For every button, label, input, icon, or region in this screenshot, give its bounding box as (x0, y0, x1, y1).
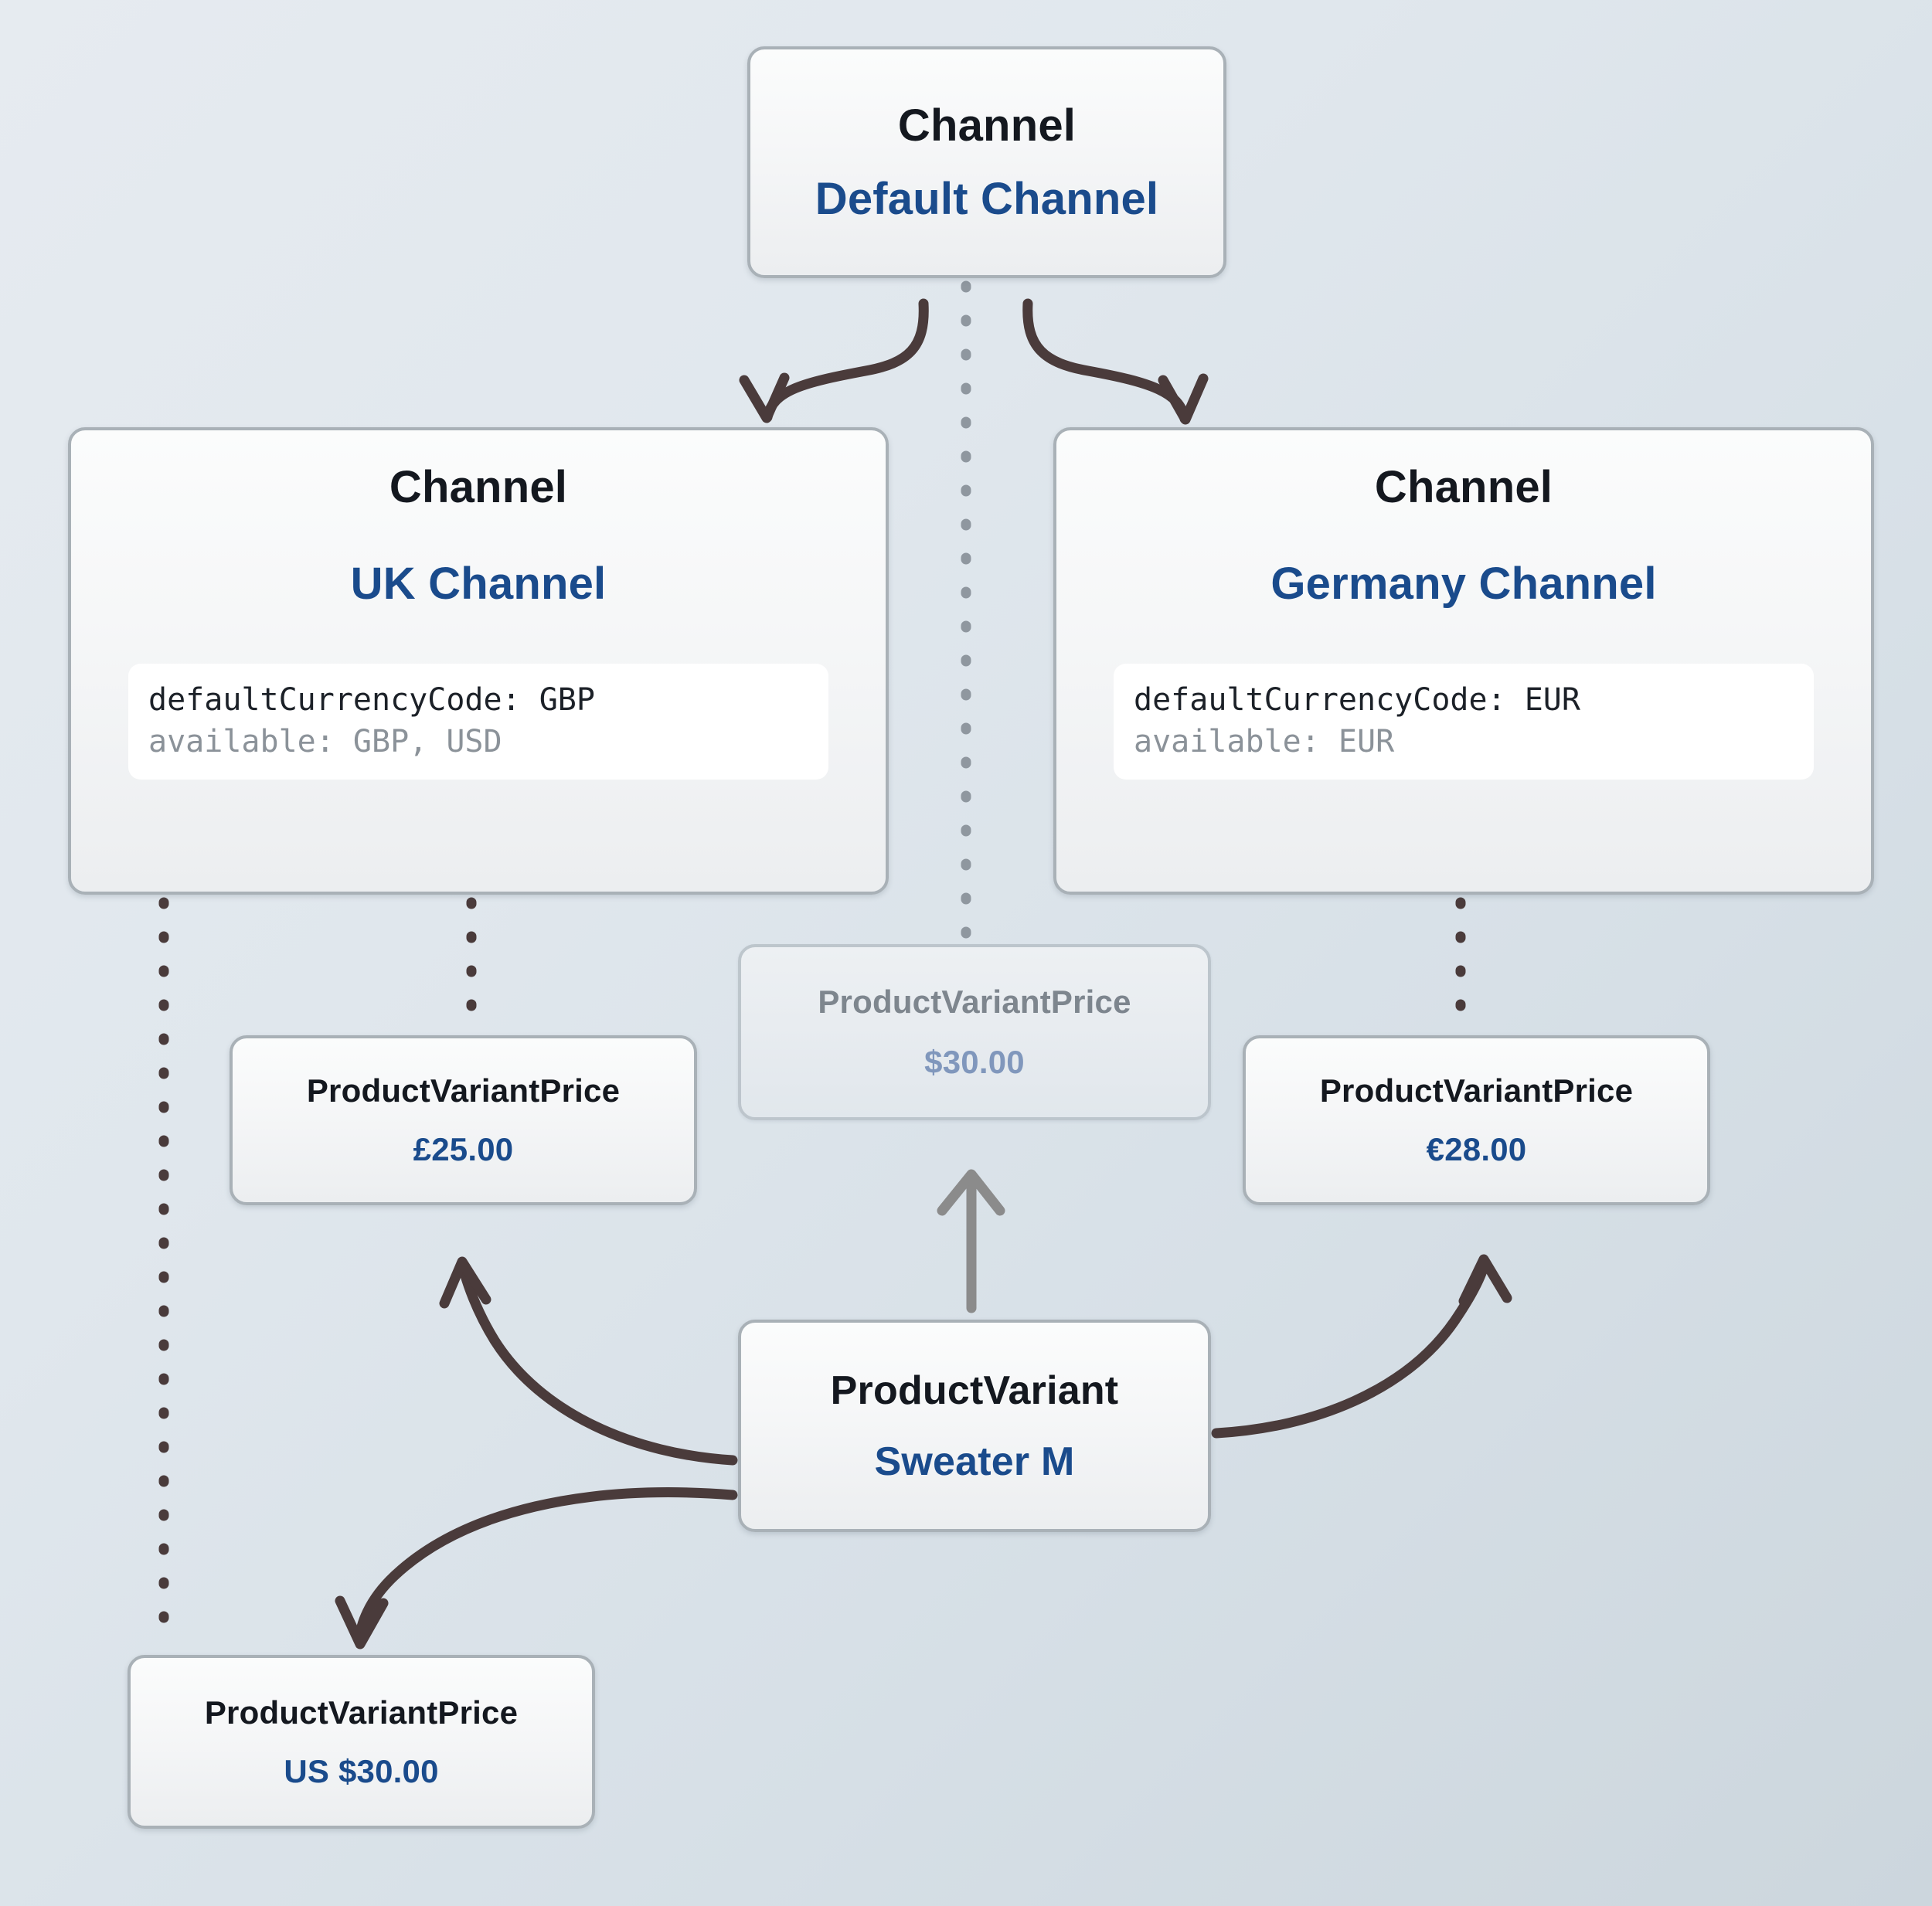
node-price-gbp[interactable]: ProductVariantPrice £25.00 (230, 1035, 697, 1205)
edge-variant-to-price-usd-ghost (937, 1169, 1005, 1313)
edge-default-to-uk (739, 298, 929, 423)
node-product-variant[interactable]: ProductVariant Sweater M (738, 1320, 1211, 1532)
edge-default-to-germany (1022, 298, 1209, 425)
node-type-label: ProductVariantPrice (1319, 1072, 1634, 1109)
node-type-label: ProductVariantPrice (204, 1694, 519, 1731)
node-price-value: $30.00 (924, 1044, 1025, 1080)
node-price-value: £25.00 (413, 1131, 514, 1167)
attribute-default-currency-code: defaultCurrencyCode: GBP (148, 682, 595, 718)
node-name-label: UK Channel (350, 559, 607, 609)
node-type-label: Channel (389, 462, 568, 512)
node-type-label: ProductVariantPrice (818, 984, 1131, 1020)
node-name-label: Default Channel (815, 174, 1159, 224)
attribute-box: defaultCurrencyCode: EUR available: EUR (1114, 664, 1814, 780)
attribute-available-currencies: available: GBP, USD (148, 724, 502, 759)
edge-variant-to-price-usd (335, 1487, 738, 1649)
node-type-label: Channel (1374, 462, 1553, 512)
attribute-box: defaultCurrencyCode: GBP available: GBP,… (128, 664, 828, 780)
node-default-channel[interactable]: Channel Default Channel (747, 46, 1226, 278)
node-type-label: ProductVariant (830, 1367, 1119, 1413)
node-price-value: US $30.00 (284, 1752, 439, 1789)
node-name-label: Sweater M (874, 1439, 1075, 1484)
node-type-label: Channel (897, 100, 1077, 151)
edge-variant-to-price-eur (1211, 1254, 1512, 1439)
node-price-usd[interactable]: ProductVariantPrice US $30.00 (128, 1655, 595, 1829)
node-price-value: €28.00 (1426, 1131, 1527, 1167)
node-price-eur[interactable]: ProductVariantPrice €28.00 (1243, 1035, 1710, 1205)
node-type-label: ProductVariantPrice (306, 1072, 621, 1109)
attribute-available-currencies: available: EUR (1134, 724, 1395, 759)
node-uk-channel[interactable]: Channel UK Channel defaultCurrencyCode: … (68, 427, 889, 895)
node-price-usd-ghost[interactable]: ProductVariantPrice $30.00 (738, 944, 1211, 1120)
attribute-default-currency-code: defaultCurrencyCode: EUR (1134, 682, 1580, 718)
node-germany-channel[interactable]: Channel Germany Channel defaultCurrencyC… (1053, 427, 1874, 895)
node-name-label: Germany Channel (1270, 559, 1657, 609)
edge-variant-to-price-gbp (439, 1256, 738, 1466)
